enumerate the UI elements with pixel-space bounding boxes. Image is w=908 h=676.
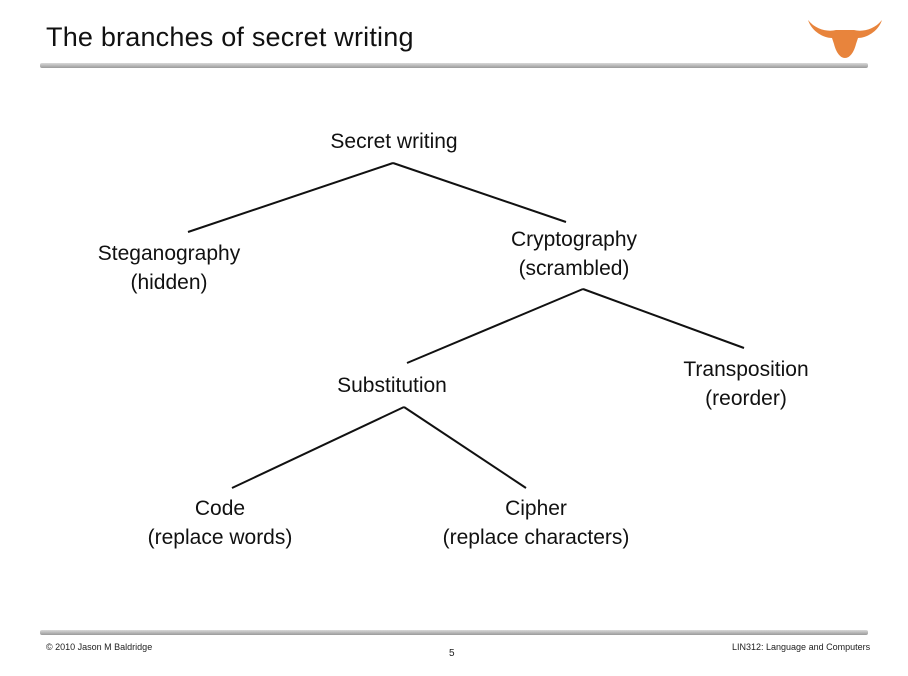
edge-cryptography-substitution [406,288,584,364]
slide-title: The branches of secret writing [46,22,414,52]
edge-root-cryptography [392,162,567,223]
node-code: Code (replace words) [147,497,293,549]
node-steganography: Steganography (hidden) [97,242,241,294]
footer-copyright: © 2010 Jason M Baldridge [46,642,153,652]
footer-course: LIN312: Language and Computers [732,642,871,652]
footer-divider [40,630,868,635]
node-substitution: Substitution [337,374,447,397]
edge-root-steganography [187,162,394,233]
footer-page-number: 5 [449,648,455,659]
node-cipher: Cipher (replace characters) [442,497,630,549]
edge-cryptography-transposition [582,288,745,349]
node-transposition: Transposition (reorder) [683,358,809,410]
longhorn-icon [808,20,882,58]
node-cryptography: Cryptography (scrambled) [510,228,638,280]
header-divider [40,63,868,68]
edge-substitution-code [231,406,405,489]
node-secret-writing: Secret writing [330,130,458,153]
edge-substitution-cipher [403,406,527,489]
